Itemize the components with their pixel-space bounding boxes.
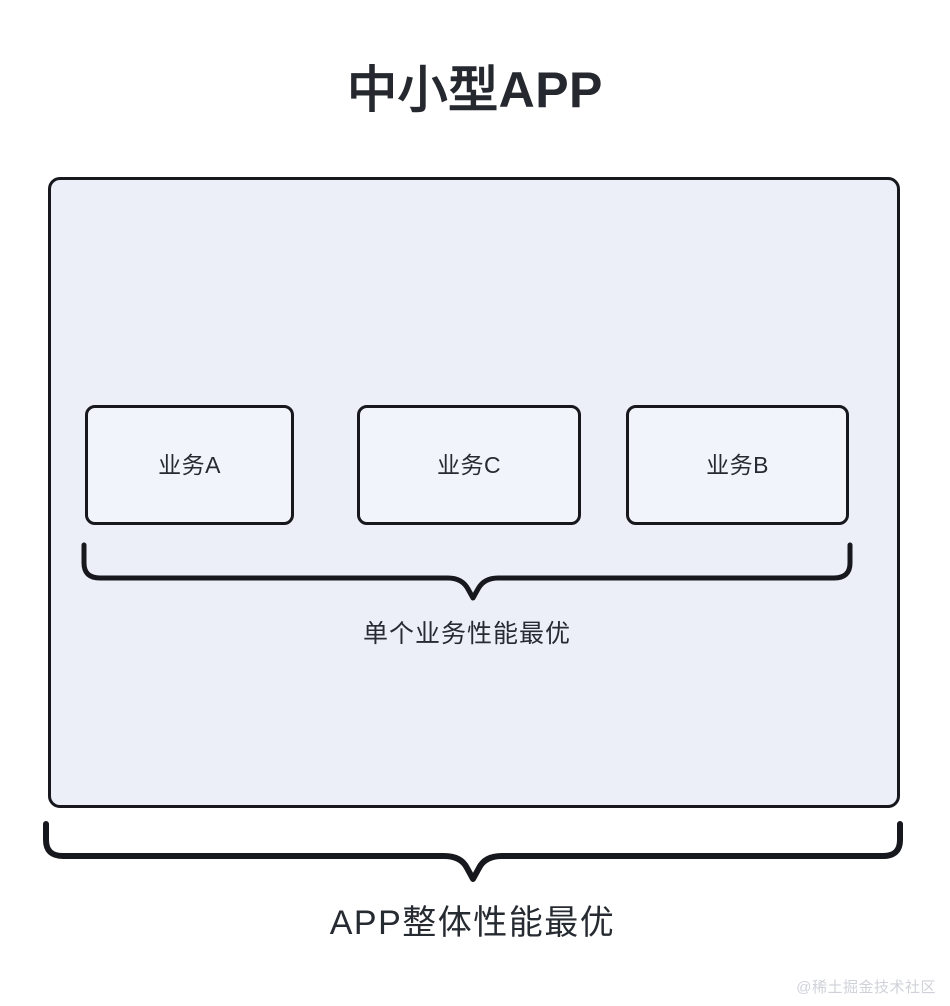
business-box-c-label: 业务C — [436, 452, 502, 478]
business-box-a-label: 业务A — [158, 452, 221, 478]
outer-brace-icon — [43, 821, 903, 882]
outer-brace-caption: APP整体性能最优 — [329, 904, 616, 942]
watermark: @稀土掘金技术社区 — [796, 979, 936, 996]
inner-brace-caption: 单个业务性能最优 — [362, 620, 571, 648]
business-box-b[interactable]: 业务B — [626, 405, 849, 525]
page-title: 中小型APP — [347, 62, 603, 118]
business-box-c[interactable]: 业务C — [357, 405, 581, 525]
business-box-a[interactable]: 业务A — [85, 405, 294, 525]
business-box-b-label: 业务B — [706, 452, 769, 478]
